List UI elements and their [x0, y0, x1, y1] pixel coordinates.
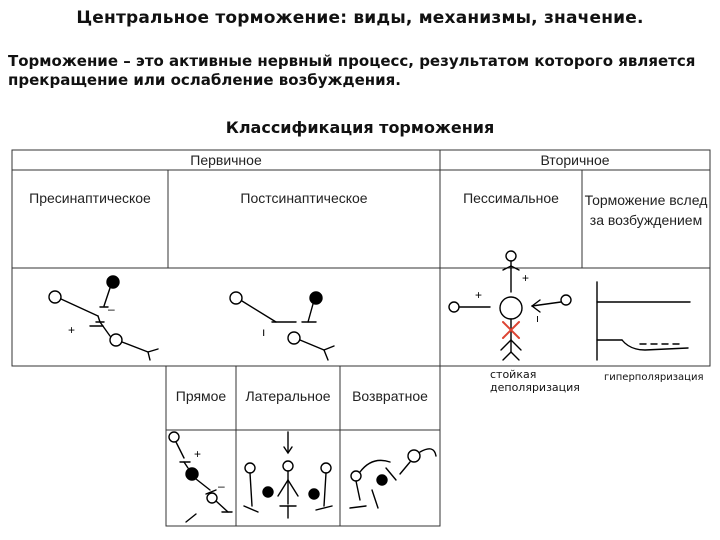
lateral-inhibition-diagram — [243, 431, 333, 519]
presynaptic-diagram: – + — [48, 275, 159, 361]
group-primary: Первичное — [190, 152, 262, 168]
svg-text:ı: ı — [262, 325, 265, 339]
svg-text:ı: ı — [536, 313, 539, 325]
subtype-direct: Прямое — [175, 388, 227, 404]
classification-title: Классификация торможения — [225, 118, 495, 137]
type-pessimal: Пессимальное — [463, 190, 559, 206]
svg-text:+: + — [475, 288, 482, 302]
type-presynaptic: Пресинаптическое — [29, 190, 151, 206]
recurrent-inhibition-diagram — [349, 448, 437, 509]
subtype-lateral: Латеральное — [245, 388, 331, 404]
slide-title: Центральное торможение: виды, механизмы,… — [76, 8, 644, 28]
pessimal-diagram: + + ı — [448, 250, 572, 361]
note-pessimal: стойкая деполяризация — [490, 368, 580, 394]
svg-text:+: + — [68, 323, 75, 337]
subtype-recurrent: Возвратное — [352, 388, 428, 404]
group-secondary: Вторичное — [540, 152, 610, 168]
svg-text:–: – — [218, 479, 225, 493]
postsynaptic-diagram: ı — [229, 291, 335, 361]
note-hyperpolarization: гиперполяризация — [604, 372, 704, 383]
direct-inhibition-diagram: + – — [168, 431, 233, 523]
type-after-excitation: Торможение вслед за возбуждением — [584, 192, 708, 228]
type-postsynaptic: Постсинаптическое — [240, 190, 368, 206]
definition-text: Торможение – это активные нервный процес… — [8, 52, 696, 89]
svg-text:+: + — [194, 447, 201, 461]
hyperpolarization-graph — [596, 281, 691, 361]
svg-text:+: + — [522, 271, 529, 285]
svg-text:–: – — [108, 302, 115, 316]
